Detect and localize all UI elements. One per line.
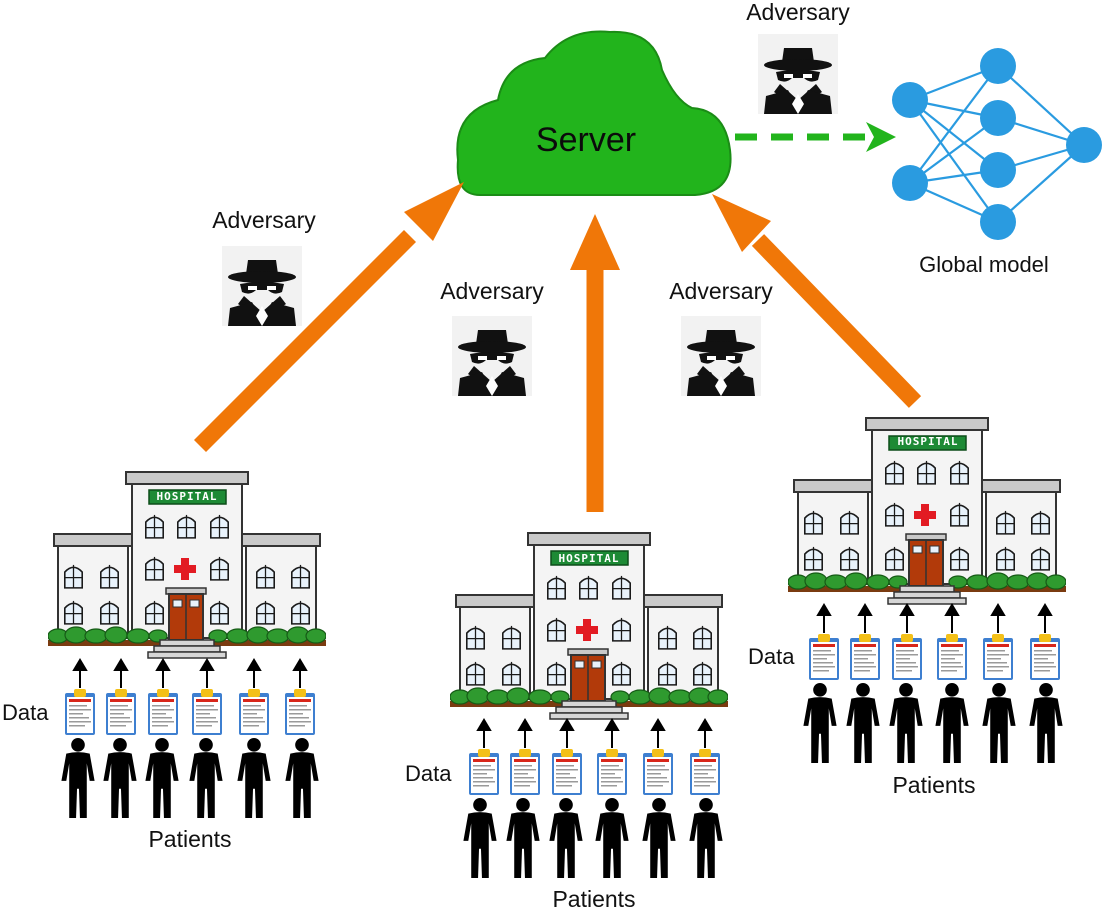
- server-cloud: Server: [456, 30, 732, 196]
- patients-label: Patients: [892, 772, 975, 798]
- patient-icon: [237, 738, 271, 818]
- spy-icon: [758, 34, 838, 114]
- medical-record-icon: [983, 634, 1013, 680]
- upload-arrow-middle-head: [570, 214, 620, 270]
- data-label: Data: [748, 644, 795, 669]
- medical-record-icon: [239, 689, 269, 735]
- global-model-network: [892, 48, 1102, 240]
- adversary-label: Adversary: [212, 207, 316, 233]
- adversary-label: Adversary: [746, 0, 850, 25]
- patient-icon: [935, 683, 969, 763]
- upload-arrow-right-head: [712, 194, 771, 252]
- medical-record-icon: [469, 749, 499, 795]
- patient-icon: [642, 798, 676, 878]
- adversary-middle: Adversary: [440, 278, 544, 396]
- data-label: Data: [405, 761, 452, 786]
- data-arrows: [476, 718, 713, 748]
- spy-icon: [681, 316, 761, 396]
- server-label: Server: [536, 121, 636, 159]
- hospital-left: HOSPITAL Data Patients: [2, 472, 326, 852]
- medical-record-icon: [65, 689, 95, 735]
- hospital-sign: HOSPITAL: [157, 490, 218, 503]
- medical-record-icon: [285, 689, 315, 735]
- medical-record-icon: [809, 634, 839, 680]
- adversary-left: Adversary: [212, 207, 316, 326]
- medical-record-icon: [892, 634, 922, 680]
- medical-record-icon: [597, 749, 627, 795]
- patient-icon: [803, 683, 837, 763]
- adversary-label: Adversary: [669, 278, 773, 304]
- patient-icon: [846, 683, 880, 763]
- patient-icon: [889, 683, 923, 763]
- medical-record-icon: [643, 749, 673, 795]
- medical-record-icon: [192, 689, 222, 735]
- model-broadcast-arrow: [735, 122, 896, 152]
- patient-icon: [1029, 683, 1063, 763]
- upload-arrow-left-head: [404, 182, 464, 241]
- data-arrows: [816, 603, 1053, 633]
- patient-icon: [285, 738, 319, 818]
- adversary-label: Adversary: [440, 278, 544, 304]
- data-label: Data: [2, 700, 49, 725]
- medical-record-icon: [690, 749, 720, 795]
- spy-icon: [452, 316, 532, 396]
- medical-record-icon: [148, 689, 178, 735]
- patient-icon: [103, 738, 137, 818]
- patient-icon: [689, 798, 723, 878]
- patients-label: Patients: [552, 886, 635, 910]
- adversary-top: Adversary: [746, 0, 850, 114]
- medical-record-icon: [106, 689, 136, 735]
- upload-arrows: [193, 182, 922, 512]
- medical-record-icon: [510, 749, 540, 795]
- medical-record-icon: [1030, 634, 1060, 680]
- adversary-right: Adversary: [669, 278, 773, 396]
- patient-icon: [549, 798, 583, 878]
- patient-icon: [61, 738, 95, 818]
- patient-icon: [506, 798, 540, 878]
- medical-record-icon: [552, 749, 582, 795]
- hospital-sign: HOSPITAL: [898, 435, 959, 448]
- patient-icon: [982, 683, 1016, 763]
- patient-icon: [189, 738, 223, 818]
- medical-record-icon: [850, 634, 880, 680]
- patient-icon: [145, 738, 179, 818]
- hospital-right: HOSPITAL Data Patients: [748, 418, 1066, 798]
- patient-icon: [595, 798, 629, 878]
- global-model-label: Global model: [919, 252, 1049, 277]
- hospital-middle: HOSPITAL Data Patients: [405, 533, 728, 910]
- patient-icon: [463, 798, 497, 878]
- patients-label: Patients: [148, 826, 231, 852]
- spy-icon: [222, 246, 302, 326]
- hospital-sign: HOSPITAL: [559, 552, 620, 565]
- medical-record-icon: [937, 634, 967, 680]
- data-arrows: [72, 658, 308, 688]
